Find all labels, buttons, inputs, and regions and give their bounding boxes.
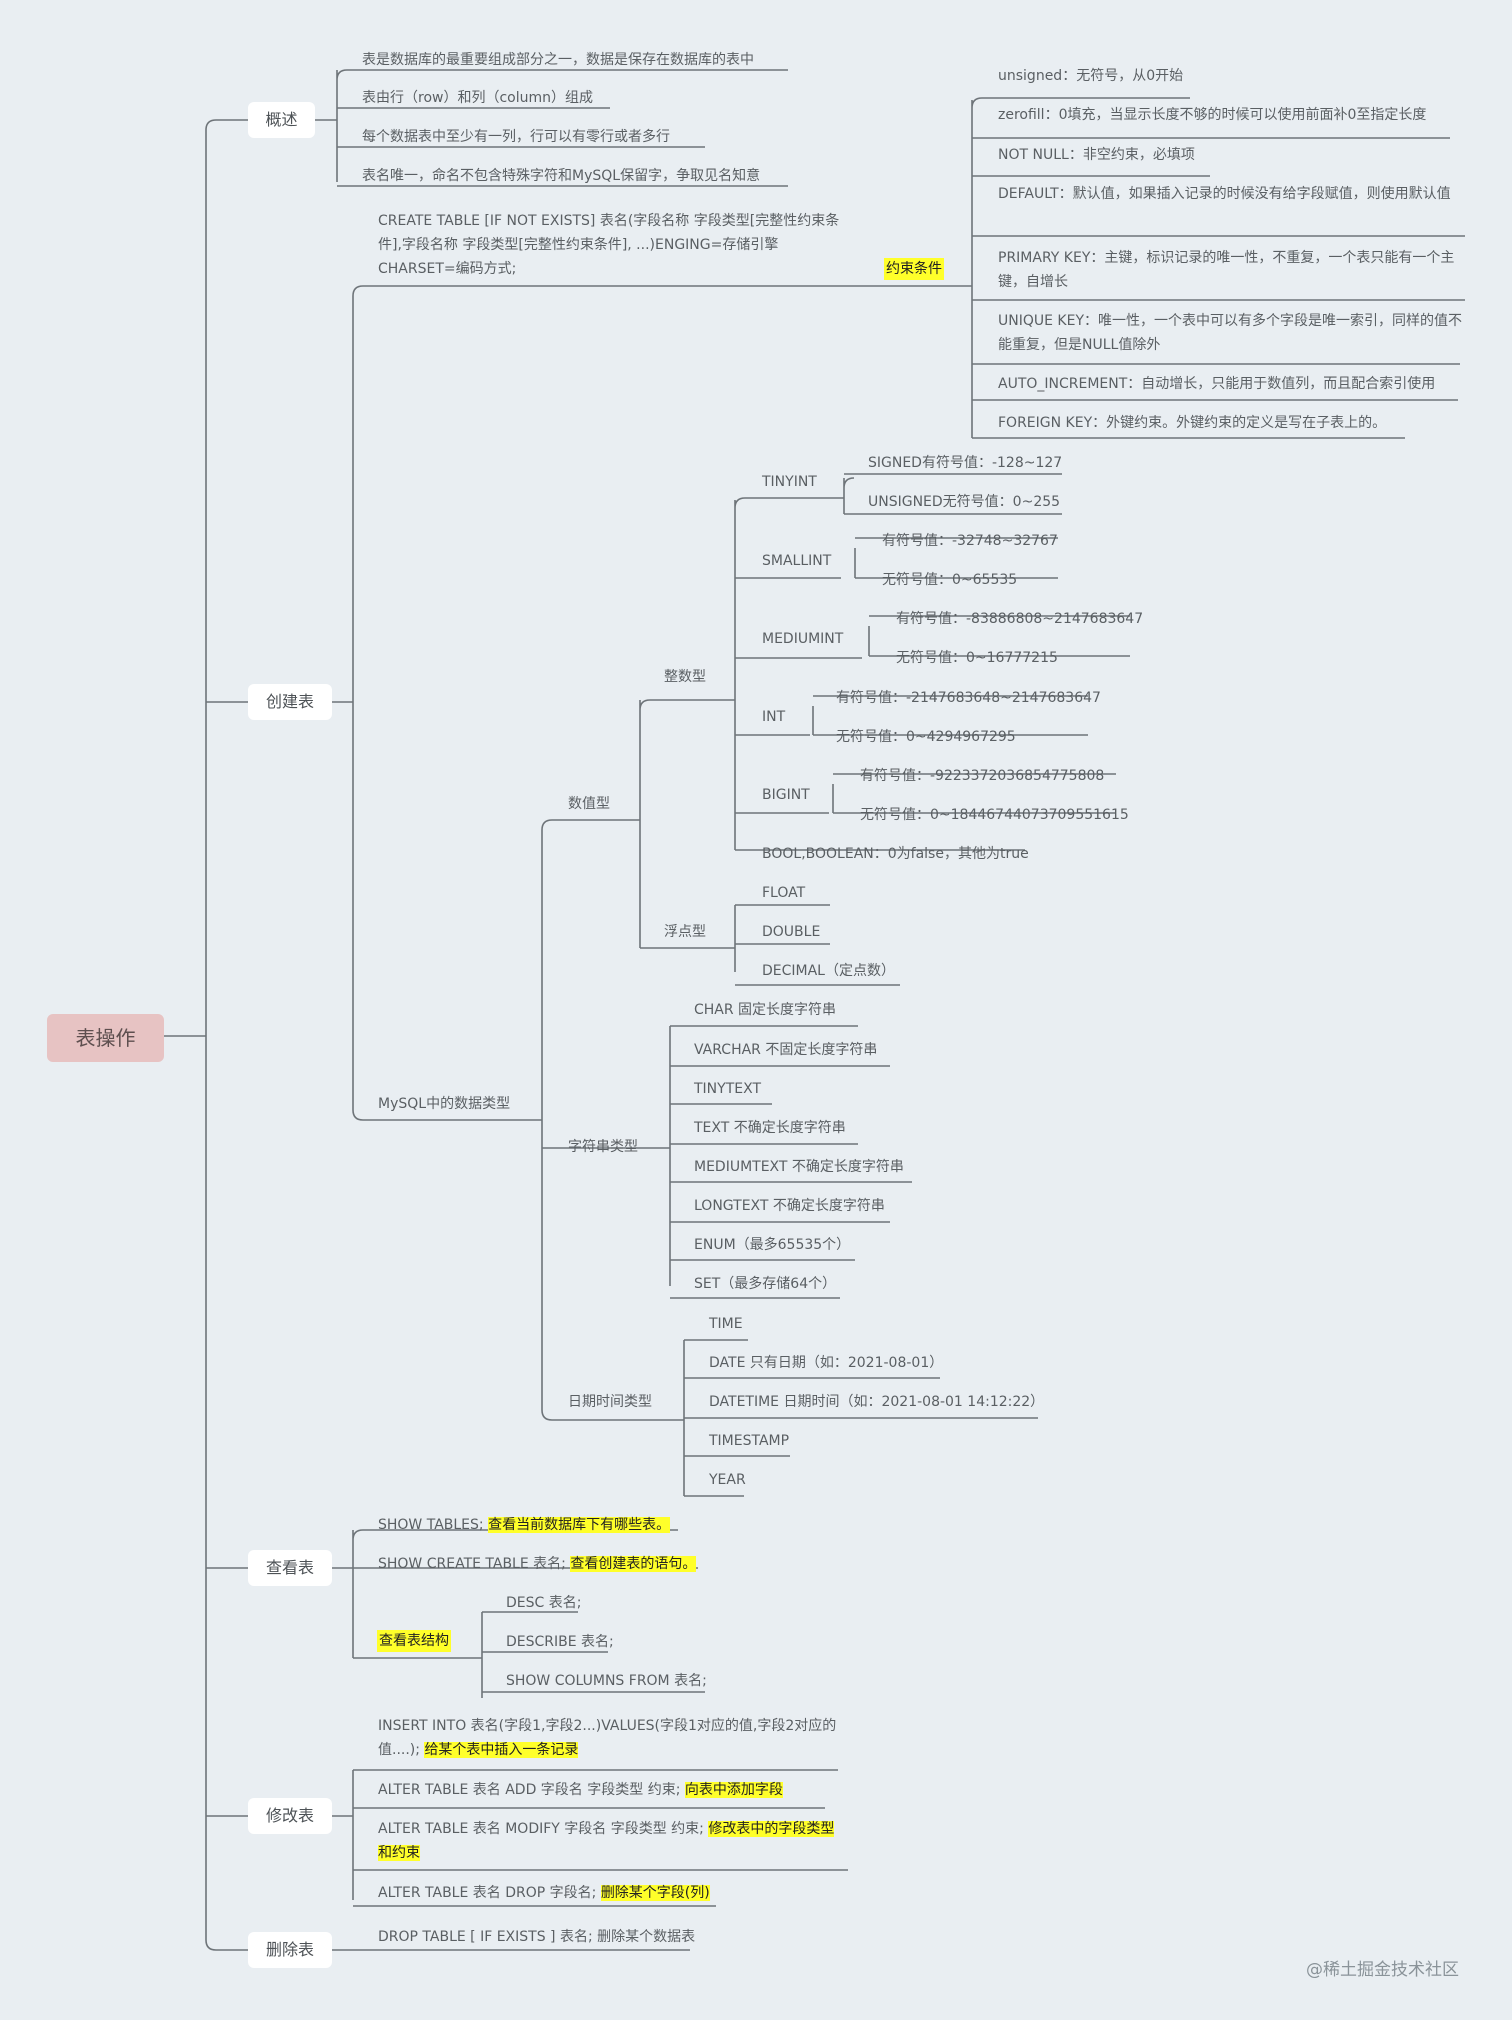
category-delete: 删除表: [248, 1932, 332, 1968]
overview-item: 每个数据表中至少有一列，行可以有零行或者多行: [362, 129, 670, 145]
integer-signed: 有符号值：-83886808~2147683647: [896, 611, 1144, 627]
insert-line: INSERT INTO 表名(字段1,字段2...)VALUES(字段1对应的值…: [378, 1718, 837, 1734]
integer-type: MEDIUMINT: [762, 631, 844, 647]
constraint-item: unsigned：无符号，从0开始: [998, 68, 1184, 84]
overview-item: 表是数据库的最重要组成部分之一，数据是保存在数据库的表中: [362, 52, 754, 68]
integer-unsigned: 无符号值：0~4294967295: [836, 729, 1016, 745]
numeric-label: 数值型: [568, 796, 610, 812]
structure-item: SHOW COLUMNS FROM 表名;: [506, 1673, 707, 1689]
alter-modify: ALTER TABLE 表名 MODIFY 字段名 字段类型 约束; 修改表中的…: [378, 1821, 835, 1837]
string-type: ENUM（最多65535个）: [694, 1237, 851, 1253]
structure-item: DESCRIBE 表名;: [506, 1634, 614, 1650]
alter-add: ALTER TABLE 表名 ADD 字段名 字段类型 约束; 向表中添加字段: [378, 1782, 783, 1798]
create-syntax: CREATE TABLE [IF NOT EXISTS] 表名(字段名称 字段类…: [378, 213, 840, 277]
float-type: DOUBLE: [762, 924, 821, 940]
string-type: CHAR 固定长度字符串: [694, 1002, 837, 1018]
string-label: 字符串类型: [568, 1139, 638, 1155]
category-overview: 概述: [248, 102, 315, 138]
insert-line: 值....); 给某个表中插入一条记录: [378, 1742, 579, 1758]
string-type: SET（最多存储64个）: [694, 1276, 837, 1292]
constraint-item: zerofill：0填充，当显示长度不够的时候可以使用前面补0至指定长度: [998, 107, 1427, 123]
constraints-label: 约束条件: [884, 258, 944, 280]
datetime-type: TIMESTAMP: [709, 1433, 790, 1449]
constraint-item: FOREIGN KEY：外键约束。外键约束的定义是写在子表上的。: [998, 415, 1387, 431]
drop-table: DROP TABLE [ IF EXISTS ] 表名; 删除某个数据表: [378, 1929, 696, 1945]
integer-type: BIGINT: [762, 787, 810, 803]
category-create: 创建表: [248, 684, 332, 720]
overview-item: 表名唯一，命名不包含特殊字符和MySQL保留字，争取见名知意: [362, 168, 761, 184]
integer-signed: 有符号值：-9223372036854775808: [860, 768, 1105, 784]
constraint-item: AUTO_INCREMENT：自动增长，只能用于数值列，而且配合索引使用: [998, 376, 1436, 392]
show-create-table: SHOW CREATE TABLE 表名; 查看创建表的语句。: [378, 1556, 697, 1572]
datetime-type: DATETIME 日期时间（如：2021-08-01 14:12:22）: [709, 1394, 1045, 1410]
integer-type: SMALLINT: [762, 553, 832, 569]
string-type: MEDIUMTEXT 不确定长度字符串: [694, 1159, 904, 1175]
string-type: VARCHAR 不固定长度字符串: [694, 1042, 878, 1058]
constraint-item: NOT NULL：非空约束，必填项: [998, 147, 1195, 163]
constraint-item: PRIMARY KEY：主键，标识记录的唯一性，不重复，一个表只能有一个主键，自…: [998, 250, 1455, 290]
overview-item: 表由行（row）和列（column）组成: [362, 90, 593, 106]
root-node: 表操作: [47, 1014, 164, 1062]
structure-label: 查看表结构: [377, 1630, 451, 1652]
integer-signed: 有符号值：-2147683648~2147683647: [836, 690, 1101, 706]
datetime-type: TIME: [709, 1316, 743, 1332]
datetime-type: YEAR: [709, 1472, 746, 1488]
datatypes-label: MySQL中的数据类型: [378, 1096, 511, 1112]
category-view: 查看表: [248, 1550, 332, 1586]
float-label: 浮点型: [664, 924, 706, 940]
structure-item: DESC 表名;: [506, 1595, 582, 1611]
bool-type: BOOL,BOOLEAN：0为false，其他为true: [762, 846, 1029, 862]
alter-drop: ALTER TABLE 表名 DROP 字段名; 删除某个字段(列): [378, 1885, 710, 1901]
show-tables: SHOW TABLES; 查看当前数据库下有哪些表。: [378, 1517, 671, 1533]
integer-type: TINYINT: [762, 474, 817, 490]
integer-unsigned: 无符号值：0~65535: [882, 572, 1018, 588]
integer-unsigned: UNSIGNED无符号值：0~255: [868, 494, 1061, 510]
integer-signed: SIGNED有符号值：-128~127: [868, 455, 1063, 471]
datetime-type: DATE 只有日期（如：2021-08-01）: [709, 1355, 944, 1371]
string-type: LONGTEXT 不确定长度字符串: [694, 1198, 885, 1214]
integer-unsigned: 无符号值：0~16777215: [896, 650, 1058, 666]
constraint-item: UNIQUE KEY：唯一性，一个表中可以有多个字段是唯一索引，同样的值不能重复…: [998, 313, 1462, 353]
string-type: TEXT 不确定长度字符串: [694, 1120, 846, 1136]
watermark: @稀土掘金技术社区: [1306, 1960, 1459, 1980]
category-modify: 修改表: [248, 1798, 332, 1834]
integer-type: INT: [762, 709, 786, 725]
integer-signed: 有符号值：-32748~32767: [882, 533, 1058, 549]
datetime-label: 日期时间类型: [568, 1394, 652, 1410]
float-type: DECIMAL（定点数）: [762, 963, 895, 979]
float-type: FLOAT: [762, 885, 806, 901]
integer-unsigned: 无符号值：0~18446744073709551615: [860, 807, 1129, 823]
alter-modify-note: 和约束: [378, 1845, 420, 1861]
constraint-item: DEFAULT：默认值，如果插入记录的时候没有给字段赋值，则使用默认值: [998, 186, 1451, 202]
integer-label: 整数型: [664, 669, 706, 685]
string-type: TINYTEXT: [694, 1081, 761, 1097]
